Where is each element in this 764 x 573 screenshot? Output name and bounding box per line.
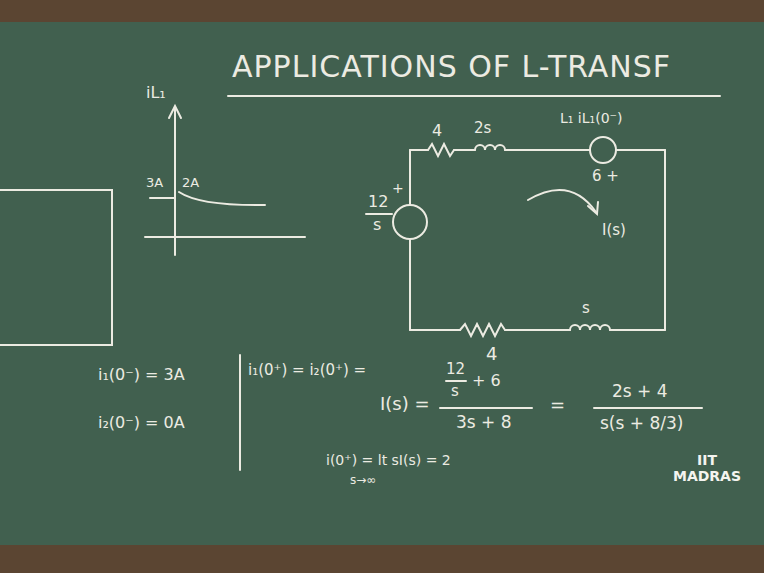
equation: s→∞ (350, 474, 376, 488)
equation: i(0⁺) = lt sI(s) = 2 (326, 452, 451, 468)
current-label: I(s) (602, 222, 626, 239)
resistor-value: 4 (432, 122, 442, 140)
fraction-part: + 6 (472, 372, 501, 390)
equation: i₁(0⁺) = i₂(0⁺) = (248, 362, 366, 379)
equation: = (550, 395, 565, 416)
fraction-part: 3s + 8 (456, 413, 512, 433)
board-title: APPLICATIONS OF L-TRANSF (232, 50, 671, 85)
resistor-value: 4 (486, 344, 497, 365)
fraction-part: s(s + 8/3) (600, 414, 683, 434)
axis-label: iL₁ (146, 84, 166, 102)
source-value: 12 (368, 193, 388, 211)
fraction-part: 2s + 4 (612, 382, 668, 402)
polarity-sign: + (392, 180, 404, 196)
equation: i₁(0⁻) = 3A (98, 366, 185, 384)
inductor-value: s (582, 300, 590, 317)
value-label: 2A (182, 176, 199, 191)
fraction-part: 12 (446, 361, 465, 378)
source-value: 6 + (592, 168, 619, 185)
source-value: s (373, 216, 381, 234)
initial-current-label: L₁ iL₁(0⁻) (560, 110, 622, 126)
watermark: IIT MADRAS (672, 452, 742, 484)
equation: i₂(0⁻) = 0A (98, 414, 185, 432)
inductor-value: 2s (474, 120, 491, 137)
equation: I(s) = (380, 394, 430, 415)
fraction-part: s (451, 383, 459, 400)
value-label: 3A (146, 176, 163, 191)
